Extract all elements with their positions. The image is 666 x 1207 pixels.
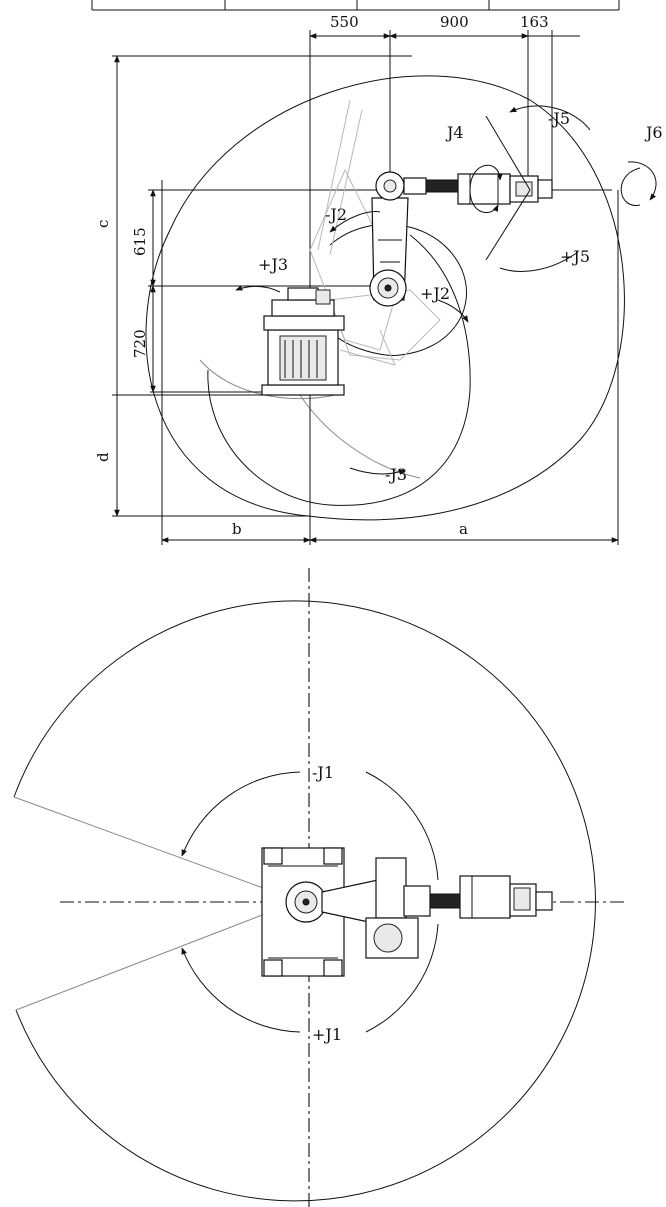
dim-615: 615 — [131, 227, 149, 256]
label-j1-plus: +J1 — [312, 1025, 342, 1044]
joint-arcs — [235, 105, 657, 475]
label-j5-plus: +J5 — [560, 247, 590, 266]
outer-envelope-arc — [145, 75, 625, 521]
label-j5-minus: -J5 — [548, 109, 570, 128]
j1-plus-arc — [181, 947, 301, 1033]
dim-b: b — [232, 520, 242, 538]
label-j1-minus: -J1 — [312, 763, 334, 782]
top-arm — [321, 857, 553, 959]
dim-a: a — [459, 520, 468, 538]
lower-arm — [369, 197, 409, 307]
j1-minus-arc — [181, 771, 301, 857]
dim-720: 720 — [131, 329, 149, 358]
table-fragment — [91, 0, 620, 11]
side-view: 550 900 163 c 615 720 d b a — [94, 13, 663, 545]
robot-base — [261, 287, 345, 396]
label-j6: J6 — [644, 123, 663, 142]
dim-550: 550 — [330, 13, 359, 31]
top-view: -J1 +J1 — [13, 568, 628, 1207]
outer-workspace-arc — [13, 600, 596, 1202]
wedge-upper-edge — [13, 796, 297, 901]
label-j2-minus: -J2 — [325, 205, 347, 224]
dim-c: c — [94, 220, 112, 228]
label-j2-plus: +J2 — [420, 284, 450, 303]
dim-d: d — [94, 452, 112, 462]
upper-arm — [375, 171, 553, 205]
dim-163: 163 — [520, 13, 549, 31]
wedge-lower-edge — [15, 901, 297, 1011]
dim-900: 900 — [440, 13, 469, 31]
label-j3-plus: +J3 — [258, 255, 288, 274]
label-j4: J4 — [445, 123, 464, 142]
inner-envelope-arc — [207, 234, 471, 506]
label-j3-minus: -J3 — [385, 465, 407, 484]
